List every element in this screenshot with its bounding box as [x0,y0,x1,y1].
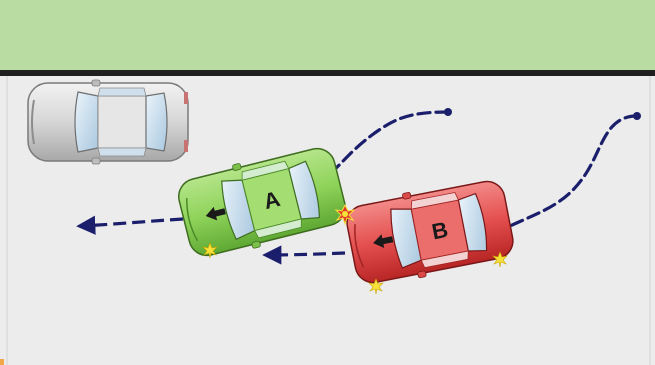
spark-icon [492,251,508,268]
corner-mark [0,359,4,365]
car-a: A [178,147,346,257]
car-b-path-start-dot [633,112,641,120]
car-b-label: B [430,217,450,245]
collision-burst-icon [334,203,356,226]
grass-strip [0,0,655,70]
car-a-label: A [261,186,283,214]
car-b: B [346,180,514,284]
car-a-path-start-dot [444,108,452,116]
car-a-prior-path [330,110,450,174]
spark-icon [368,278,384,295]
car-a-trajectory-arrow [76,215,184,235]
car-b-prior-path [508,114,639,228]
car-b-direction-arrow-icon [373,234,394,249]
car-b-trajectory-arrow [262,245,346,265]
curb-line [0,70,655,76]
parked-car [27,79,189,165]
car-a-direction-arrow-icon [205,206,226,221]
spark-icon [202,242,218,259]
